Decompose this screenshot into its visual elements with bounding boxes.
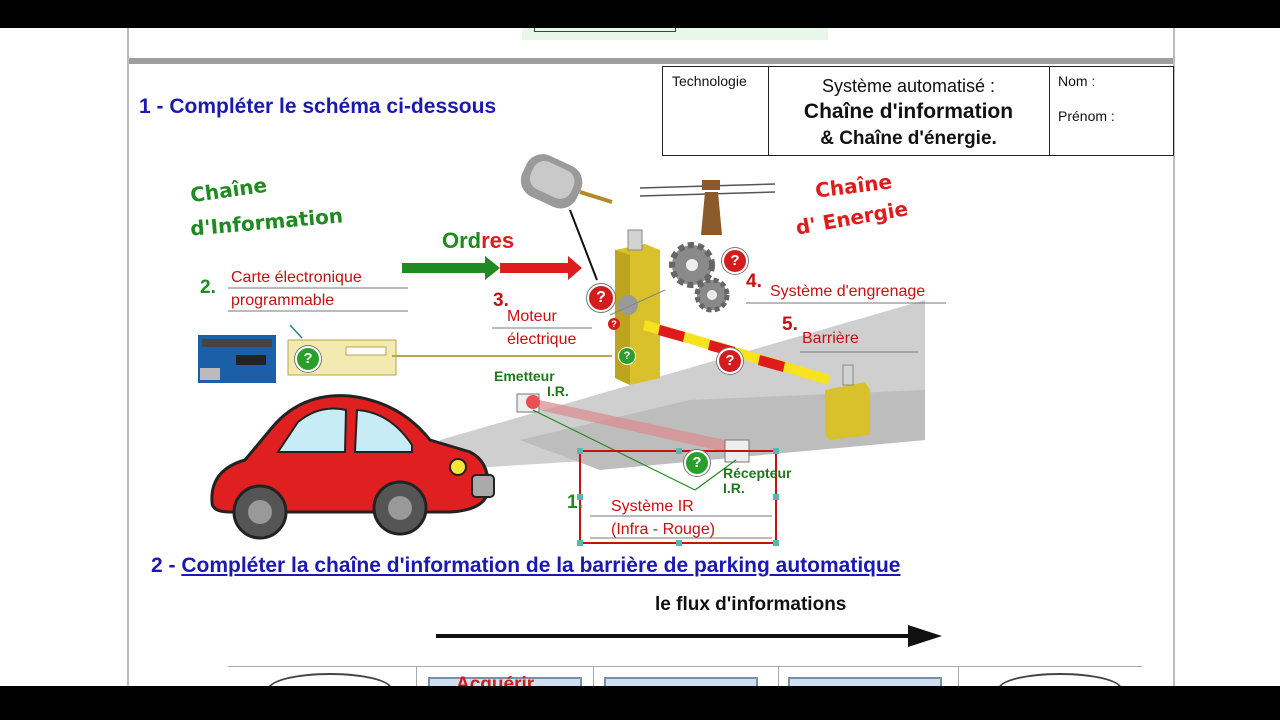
header-title-cell: Système automatisé : Chaîne d'informatio… <box>768 67 1050 155</box>
subject-label: Technologie <box>672 73 747 89</box>
flux-label: le flux d'informations <box>655 594 847 615</box>
label-5-line1: Barrière <box>802 330 859 347</box>
title-line-3: & Chaîne d'énergie. <box>820 128 997 149</box>
header-table: Technologie Système automatisé : Chaîne … <box>662 66 1174 156</box>
page-border-left <box>127 28 129 686</box>
ordres-arrow-red <box>500 256 582 280</box>
recepteur-label-line1: Récepteur <box>723 465 792 481</box>
question-badge-post[interactable]: ? <box>618 347 636 365</box>
label-2-line1: Carte électronique <box>231 269 362 286</box>
label-3-line1: Moteur <box>507 308 557 325</box>
label-1-number: 1. <box>567 492 583 513</box>
flux-arrow <box>436 625 942 647</box>
diagram-svg <box>198 154 946 546</box>
ordres-arrow-green <box>402 256 500 280</box>
arduino-board-image <box>198 335 276 383</box>
label-4-number: 4. <box>746 271 762 292</box>
question-badge-card[interactable]: ? <box>295 346 321 372</box>
label-underlines <box>228 287 946 539</box>
power-line-image <box>639 180 776 235</box>
label-1-line1: Système IR <box>611 498 694 515</box>
gear-icons <box>618 242 730 315</box>
selection-handles[interactable] <box>577 448 779 546</box>
left-margin <box>0 28 128 686</box>
label-5-number: 5. <box>782 314 798 335</box>
header-subject-cell: Technologie <box>663 67 769 155</box>
previous-page-box <box>534 28 676 32</box>
prenom-label: Prénom : <box>1058 108 1115 124</box>
recepteur-label-line2: I.R. <box>723 480 745 496</box>
page-separator <box>129 58 1173 64</box>
question-badge-gears[interactable]: ? <box>722 248 748 274</box>
label-2-number: 2. <box>200 277 216 298</box>
question-badge-ir[interactable]: ? <box>684 450 710 476</box>
right-margin <box>1174 28 1280 686</box>
emetteur-label-line1: Emetteur <box>494 368 555 384</box>
nom-label: Nom : <box>1058 73 1096 89</box>
barrier-rest-post <box>825 364 870 440</box>
header-name-cell: Nom : Prénom : <box>1049 67 1173 155</box>
label-4-line1: Système d'engrenage <box>770 283 926 300</box>
emetteur-label-line2: I.R. <box>547 383 569 399</box>
label-3-line2: électrique <box>507 331 577 348</box>
page-border-right <box>1173 28 1175 686</box>
acquerir-partial-label: Acquérir <box>456 674 535 686</box>
question-badge-motor[interactable]: ? <box>587 284 615 312</box>
question-2-title: 2 - Compléter la chaîne d'information de… <box>151 554 901 578</box>
label-3-number: 3. <box>493 290 509 311</box>
info-chain-row <box>228 666 1142 705</box>
ordres-label: Ordres <box>442 228 515 253</box>
question-2-prefix: 2 - <box>151 554 182 577</box>
question-1-title: 1 - Compléter le schéma ci-dessous <box>139 95 497 118</box>
red-car-image <box>210 394 495 540</box>
ir-beam <box>530 398 725 452</box>
title-line-1: Système automatisé : <box>821 76 996 96</box>
question-2-text: Compléter la chaîne d'information de la … <box>181 554 901 577</box>
motor-image <box>520 154 613 209</box>
question-badge-barrier[interactable]: ? <box>717 348 743 374</box>
title-line-2: Chaîne d'information <box>803 100 1014 123</box>
question-badge-small[interactable]: ? <box>608 318 620 330</box>
label-1-line2: (Infra - Rouge) <box>611 521 716 538</box>
label-2-line2: programmable <box>231 292 335 309</box>
parking-barrier-diagram: Chaîne d'Information Chaîne d' Energie O… <box>150 140 1150 550</box>
top-black-bar <box>0 0 1280 28</box>
bottom-black-bar <box>0 686 1280 720</box>
